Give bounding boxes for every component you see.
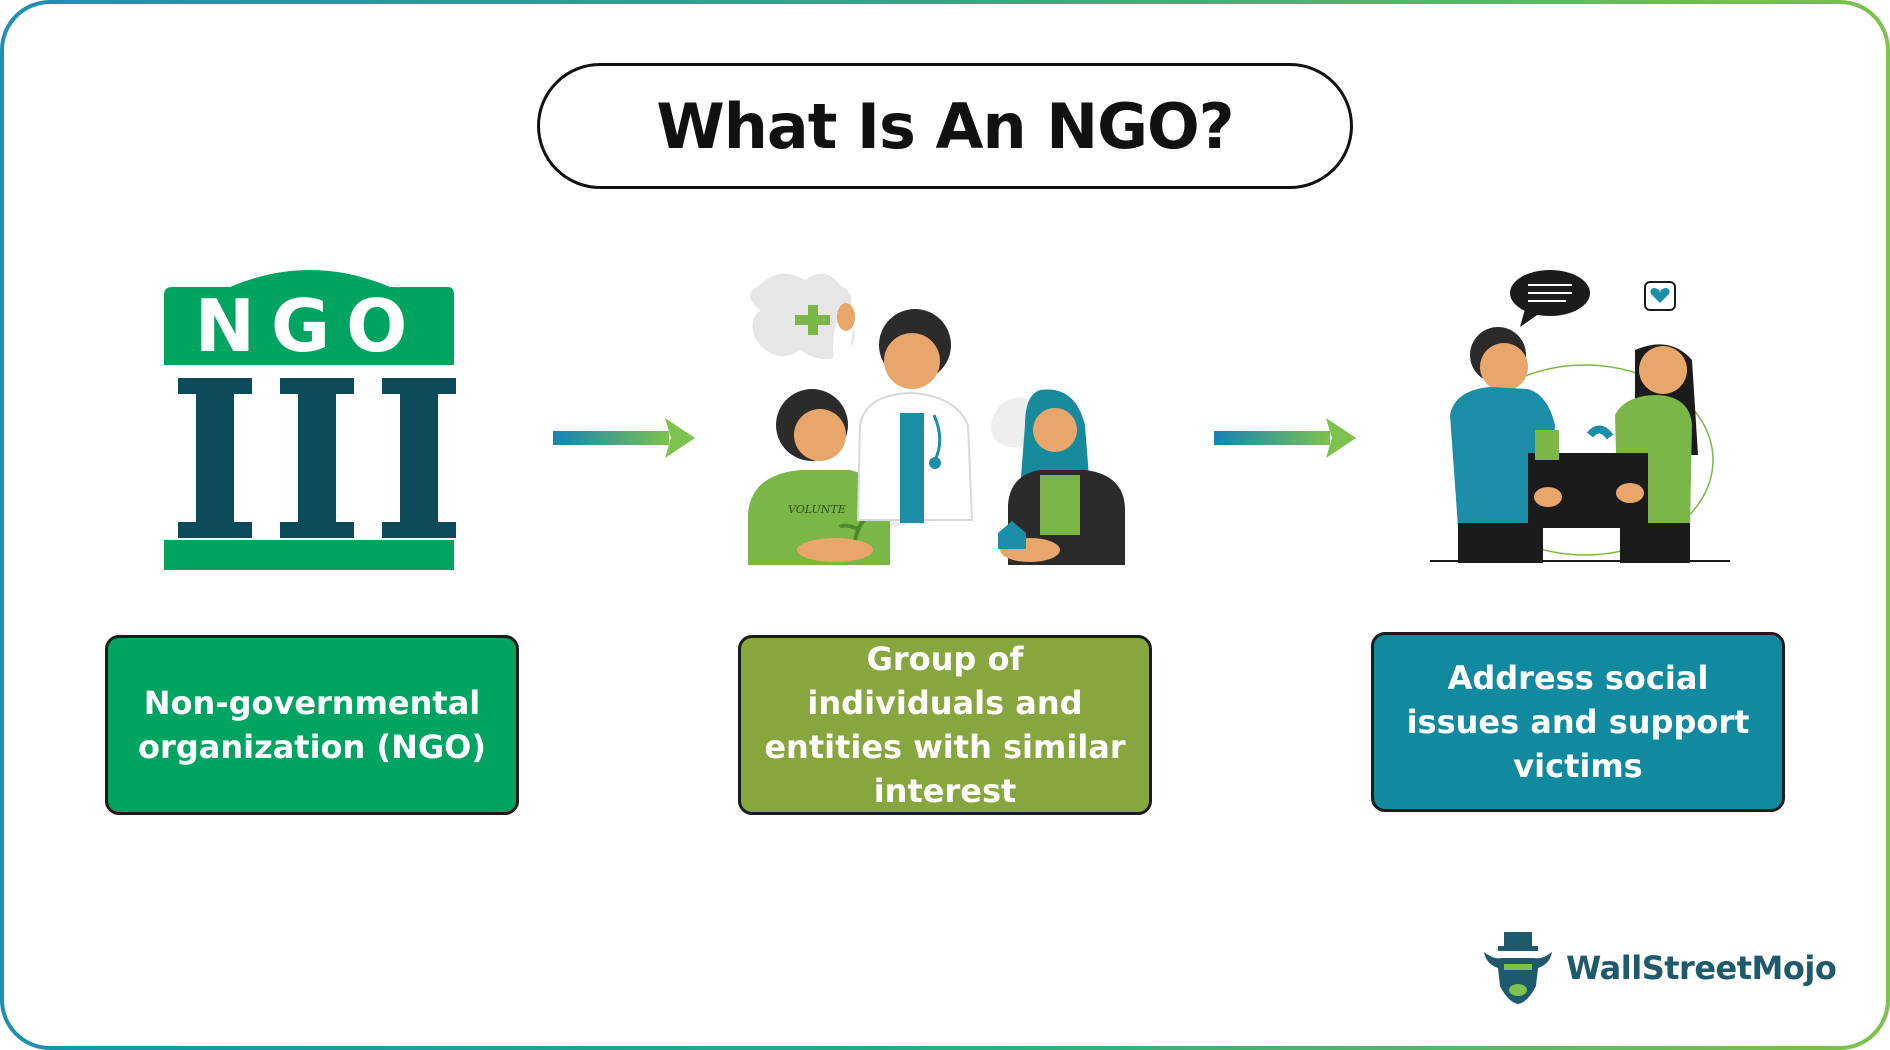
step-1-text: Non-governmental organization (NGO) xyxy=(138,684,486,766)
brand-logo: WallStreetMojo xyxy=(1480,930,1837,1006)
title-pill: What Is An NGO? xyxy=(537,63,1353,189)
step-box-2: Group of individuals and entities with s… xyxy=(738,635,1152,815)
arrow-right-2 xyxy=(1214,418,1356,458)
group-people-illustration: VOLUNTE xyxy=(748,273,1125,565)
support-victims-illustration xyxy=(1430,270,1730,563)
diagram-title: What Is An NGO? xyxy=(656,89,1234,163)
step-3-text: Address social issues and support victim… xyxy=(1406,659,1750,785)
step-2-text: Group of individuals and entities with s… xyxy=(764,640,1126,810)
brand-name: WallStreetMojo xyxy=(1566,949,1837,987)
arrow-right-1 xyxy=(553,418,695,458)
ngo-building-icon: NGO xyxy=(164,270,456,570)
step-box-1: Non-governmental organization (NGO) xyxy=(105,635,519,815)
ngo-icon-label: NGO xyxy=(195,284,424,368)
step-box-3: Address social issues and support victim… xyxy=(1371,632,1785,812)
bull-mascot-icon xyxy=(1484,932,1552,1004)
volunteer-shirt-text: VOLUNTE xyxy=(788,503,846,516)
